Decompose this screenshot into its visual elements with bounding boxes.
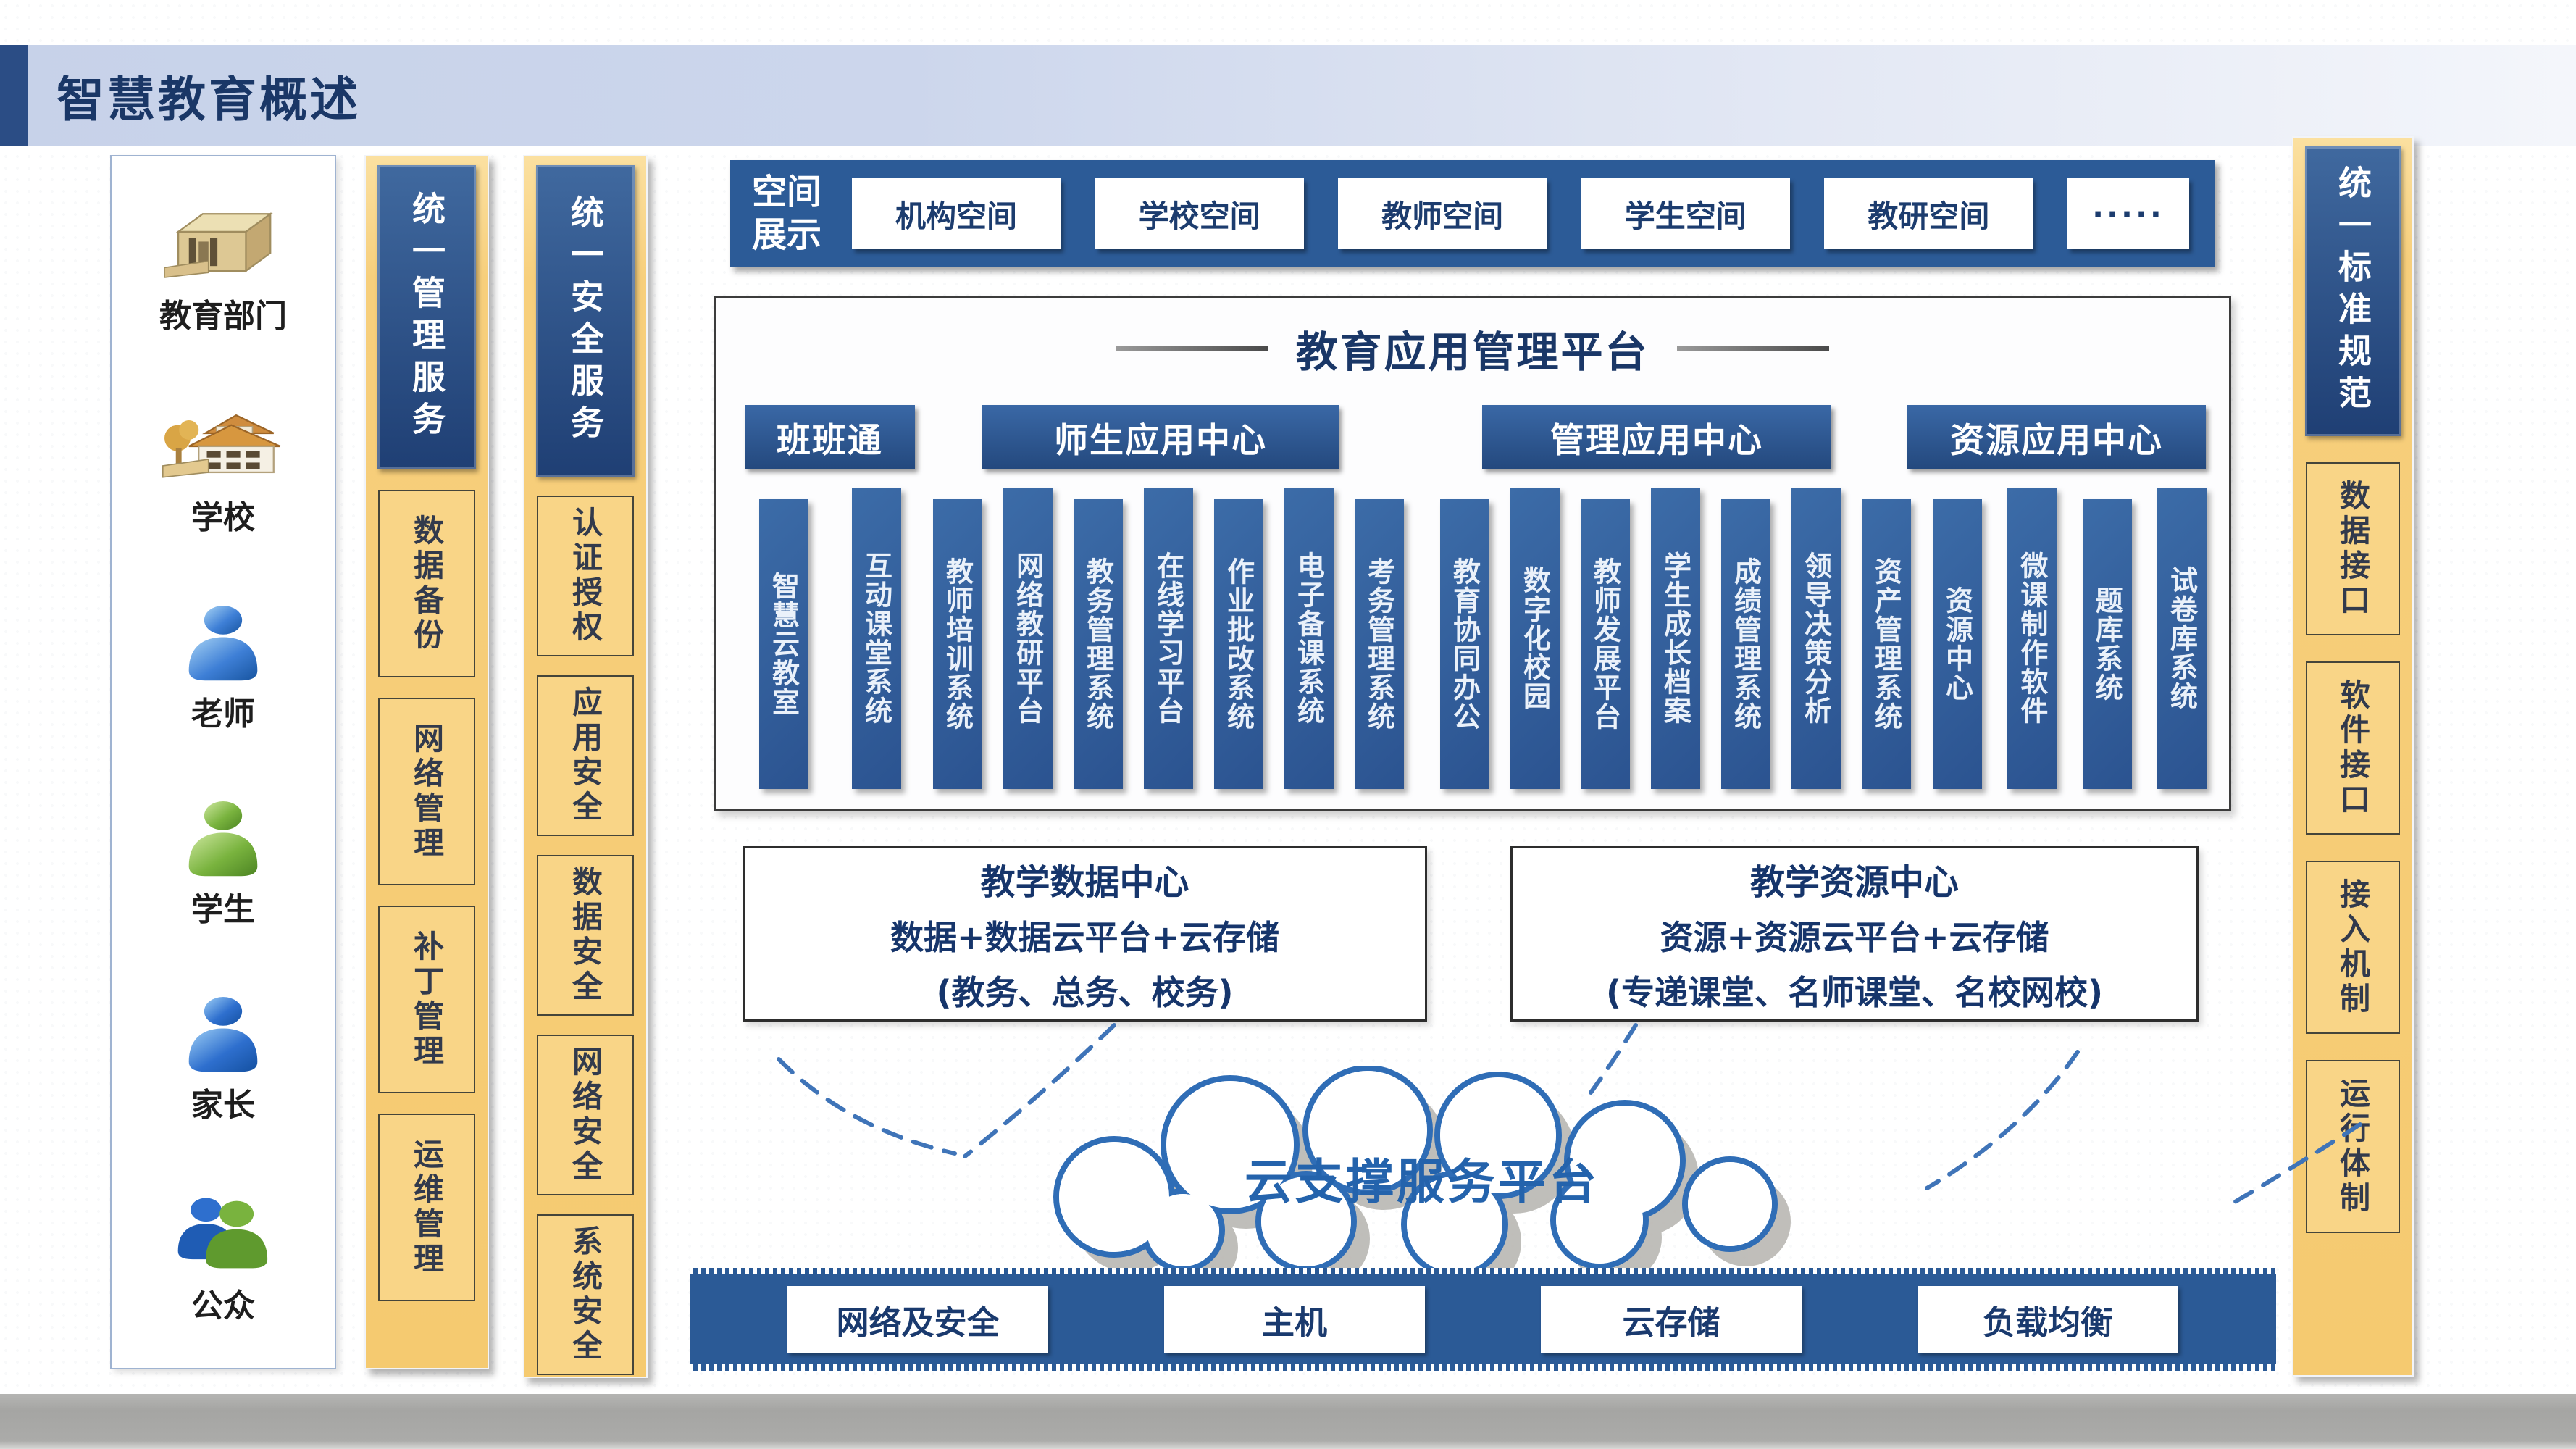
cloud-platform-label: 云支撑服务平台 [1245, 1154, 1599, 1210]
management-service-item: 运维管理 [378, 1114, 475, 1301]
infra-box: 云存储 [1541, 1286, 1802, 1353]
standards-title: 统一标准规范 [2305, 146, 2401, 436]
space-box-more: ····· [2067, 178, 2189, 249]
app-column: 互动课堂系统 [852, 488, 901, 789]
stakeholders-panel: 教育部门 学校 老师 [110, 155, 336, 1369]
stakeholder-label: 学校 [191, 499, 255, 537]
infrastructure-bar: 网络及安全 主机 云存储 负载均衡 [690, 1268, 2276, 1371]
list-item: 教育部门 [158, 199, 288, 336]
resource-center-box: 教学资源中心 资源+资源云平台+云存储 (专递课堂、名师课堂、名校网校) [1510, 846, 2199, 1022]
data-center-line2: 数据+数据云平台+云存储 [890, 918, 1280, 957]
resource-center-line3: (专递课堂、名师课堂、名校网校) [1605, 973, 2104, 1012]
list-item: 学生 [176, 798, 270, 930]
person-blue-icon [188, 997, 258, 1072]
data-center-box: 教学数据中心 数据+数据云平台+云存储 (教务、总务、校务) [743, 846, 1427, 1022]
infra-box: 网络及安全 [787, 1286, 1048, 1353]
security-service-item: 数据安全 [537, 855, 634, 1016]
app-column: 作业批改系统 [1214, 499, 1263, 789]
list-item: 老师 [176, 602, 270, 734]
footer-bar [0, 1394, 2576, 1449]
platform-title-row: 教育应用管理平台 [716, 318, 2229, 379]
title-rule-left [1116, 346, 1268, 351]
app-column: 教师发展平台 [1581, 499, 1630, 789]
app-column: 成绩管理系统 [1721, 499, 1770, 789]
app-column: 教务管理系统 [1074, 499, 1123, 789]
data-center-line3: (教务、总务、校务) [936, 973, 1234, 1012]
security-service-item: 应用安全 [537, 675, 634, 836]
resource-center-line2: 资源+资源云平台+云存储 [1660, 918, 2049, 957]
management-service-item: 补丁管理 [378, 906, 475, 1093]
stakeholder-label: 老师 [191, 695, 255, 732]
management-services-title: 统一管理服务 [377, 165, 476, 469]
app-column: 考务管理系统 [1355, 499, 1404, 789]
app-group-management: 教育协同办公 数字化校园 教师发展平台 学生成长档案 成绩管理系统 领导决策分析… [1440, 488, 1911, 801]
people-group-icon [177, 1198, 268, 1269]
security-service-item: 认证授权 [537, 496, 634, 656]
infra-box: 主机 [1164, 1286, 1425, 1353]
app-column: 教师培训系统 [933, 499, 982, 789]
app-group-banban: 智慧云教室 互动课堂系统 [759, 488, 901, 801]
title-banner: 智慧教育概述 [0, 45, 2576, 146]
stakeholder-label: 教育部门 [159, 298, 287, 335]
infra-box: 负载均衡 [1918, 1286, 2178, 1353]
banner-accent-block [0, 45, 28, 146]
resource-center-title: 教学资源中心 [1749, 862, 1959, 903]
app-column: 微课制作软件 [2007, 488, 2057, 789]
app-column: 题库系统 [2082, 499, 2132, 789]
management-service-item: 数据备份 [378, 490, 475, 677]
space-box: 机构空间 [852, 178, 1061, 249]
person-green-icon [188, 801, 258, 877]
app-column: 学生成长档案 [1651, 488, 1700, 789]
app-column: 教育协同办公 [1440, 499, 1489, 789]
application-platform-panel: 教育应用管理平台 班班通 师生应用中心 管理应用中心 资源应用中心 智慧云教室 … [714, 296, 2231, 811]
app-column: 资产管理系统 [1862, 499, 1911, 789]
page-title: 智慧教育概述 [57, 72, 361, 128]
space-box: 教研空间 [1824, 178, 2033, 249]
app-column: 电子备课系统 [1284, 488, 1334, 789]
data-center-title: 教学数据中心 [980, 862, 1189, 903]
space-display-bar: 空间展示 机构空间 学校空间 教师空间 学生空间 教研空间 ····· [730, 160, 2215, 267]
app-column: 试卷库系统 [2157, 488, 2207, 789]
standards-column: 统一标准规范 数据接口 软件接口 接入机制 运行体制 [2292, 136, 2414, 1377]
stakeholder-label: 公众 [191, 1287, 255, 1324]
app-group-teacher-student: 教师培训系统 网络教研平台 教务管理系统 在线学习平台 作业批改系统 电子备课系… [933, 488, 1404, 801]
stakeholder-label: 家长 [191, 1087, 255, 1124]
app-column: 网络教研平台 [1003, 488, 1053, 789]
space-display-title: 空间展示 [752, 172, 822, 255]
standards-item: 数据接口 [2306, 462, 2400, 635]
title-rule-right [1676, 346, 1829, 351]
list-item: 公众 [169, 1190, 277, 1326]
government-building-icon [164, 212, 273, 279]
app-column: 领导决策分析 [1791, 488, 1841, 789]
stakeholder-label: 学生 [191, 891, 255, 929]
space-box: 教师空间 [1338, 178, 1547, 249]
app-group-resource: 资源中心 微课制作软件 题库系统 试卷库系统 [1933, 488, 2207, 801]
person-blue-icon [188, 605, 258, 681]
management-service-item: 网络管理 [378, 698, 475, 885]
space-box: 学校空间 [1095, 178, 1304, 249]
management-services-column: 统一管理服务 数据备份 网络管理 补丁管理 运维管理 [364, 155, 489, 1369]
security-service-item: 网络安全 [537, 1035, 634, 1195]
space-box: 学生空间 [1581, 178, 1790, 249]
security-services-title: 统一安全服务 [536, 165, 635, 477]
security-service-item: 系统安全 [537, 1214, 634, 1375]
app-column: 数字化校园 [1510, 488, 1560, 789]
app-column: 在线学习平台 [1144, 488, 1193, 789]
category-banban: 班班通 [745, 405, 915, 469]
category-teacher-student: 师生应用中心 [982, 405, 1339, 469]
cloud-platform: 云支撑服务平台 [1053, 1066, 1791, 1277]
school-icon [162, 414, 281, 479]
security-services-column: 统一安全服务 认证授权 应用安全 数据安全 网络安全 系统安全 [523, 155, 648, 1378]
app-column: 智慧云教室 [759, 499, 808, 789]
category-resource: 资源应用中心 [1907, 405, 2206, 469]
list-item: 家长 [176, 993, 270, 1125]
standards-item: 接入机制 [2306, 861, 2400, 1034]
space-box-row: 机构空间 学校空间 教师空间 学生空间 教研空间 ····· [852, 178, 2189, 249]
standards-item: 运行体制 [2306, 1060, 2400, 1233]
standards-item: 软件接口 [2306, 661, 2400, 835]
platform-title: 教育应用管理平台 [1295, 327, 1649, 377]
list-item: 学校 [158, 400, 288, 538]
category-management: 管理应用中心 [1482, 405, 1831, 469]
app-column: 资源中心 [1933, 499, 1982, 789]
